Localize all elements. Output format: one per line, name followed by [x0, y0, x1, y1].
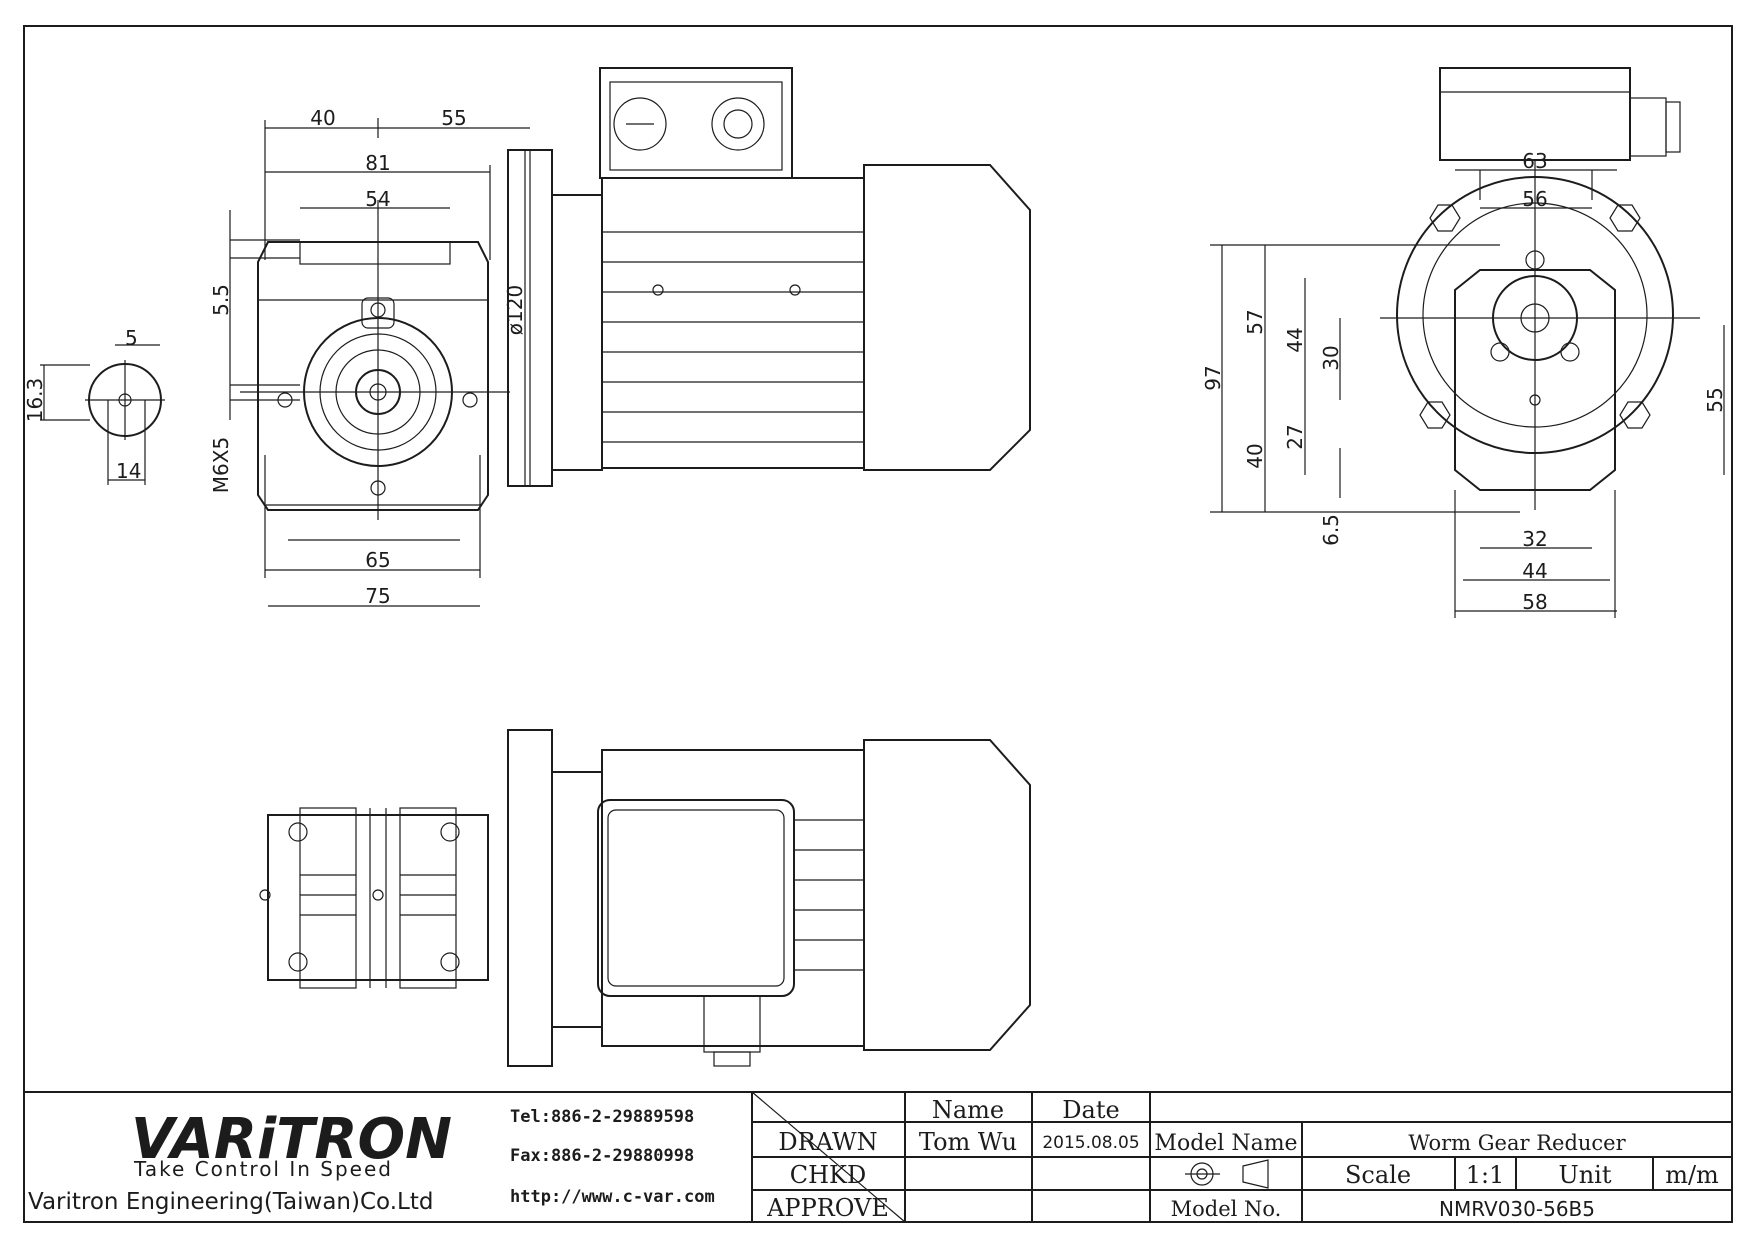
dim-side-27: 27 [1283, 424, 1307, 449]
row-drawn: DRAWN [778, 1128, 877, 1156]
dim-side-97: 97 [1201, 365, 1225, 390]
dim-side-40: 40 [1243, 443, 1267, 468]
dim-side-6-5: 6.5 [1319, 514, 1343, 546]
model-name-value: Worm Gear Reducer [1408, 1131, 1626, 1155]
row-chkd: CHKD [790, 1161, 866, 1189]
top-view [259, 729, 1031, 1067]
dim-front-54: 54 [365, 187, 390, 211]
sheet-border [23, 25, 1733, 1223]
dim-front-5-5: 5.5 [209, 284, 233, 316]
side-view: 63 56 97 57 44 30 40 27 6.5 55 32 44 58 [1201, 67, 1727, 618]
dim-side-55: 55 [1703, 387, 1727, 412]
dim-front-75: 75 [365, 584, 390, 608]
drawn-date: 2015.08.05 [1042, 1133, 1139, 1153]
model-no-value: NMRV030-56B5 [1439, 1197, 1595, 1221]
contact-web: http://www.c-var.com [510, 1187, 715, 1207]
unit-value: m/m [1665, 1161, 1719, 1189]
model-name-label: Model Name [1154, 1131, 1297, 1156]
dim-front-m6x5: M6X5 [209, 437, 233, 493]
unit-label: Unit [1558, 1161, 1611, 1189]
drawn-by-name: Tom Wu [919, 1128, 1017, 1156]
company-name: Varitron Engineering(Taiwan)Co.Ltd [28, 1189, 433, 1215]
model-no-label: Model No. [1171, 1197, 1282, 1221]
dim-flange-diameter: ø120 [503, 285, 527, 335]
title-block: VARiTRON Take Control In Speed Varitron … [24, 1091, 1732, 1223]
shaft-detail-view: 5 16.3 14 [23, 326, 165, 485]
scale-label: Scale [1345, 1161, 1411, 1189]
dim-side-32: 32 [1522, 527, 1547, 551]
contact-fax: Fax:886-2-29880998 [510, 1146, 694, 1166]
col-name-header: Name [932, 1096, 1004, 1124]
row-approve: APPROVE [766, 1194, 889, 1222]
contact-tel: Tel:886-2-29889598 [510, 1107, 694, 1127]
dim-side-44-horizontal: 44 [1522, 559, 1547, 583]
dim-front-65: 65 [365, 548, 390, 572]
dim-side-57: 57 [1243, 309, 1267, 334]
dim-shaft-dia: 14 [116, 459, 141, 483]
dim-side-56: 56 [1522, 187, 1547, 211]
front-view: 40 55 81 54 5.5 M6X5 65 75 ø120 [209, 67, 1031, 608]
dim-side-58: 58 [1522, 590, 1547, 614]
scale-value: 1:1 [1466, 1161, 1505, 1189]
dim-front-40: 40 [310, 106, 335, 130]
dim-side-63: 63 [1522, 149, 1547, 173]
dim-side-44-vertical: 44 [1283, 327, 1307, 352]
dim-front-55: 55 [441, 106, 466, 130]
company-logo: VARiTRON [131, 1107, 452, 1172]
dim-shaft-height: 16.3 [23, 378, 47, 423]
company-slogan: Take Control In Speed [133, 1157, 393, 1181]
dim-side-30: 30 [1319, 345, 1343, 370]
dim-shaft-key: 5 [125, 326, 138, 350]
col-date-header: Date [1062, 1096, 1119, 1124]
dim-front-81: 81 [365, 151, 390, 175]
